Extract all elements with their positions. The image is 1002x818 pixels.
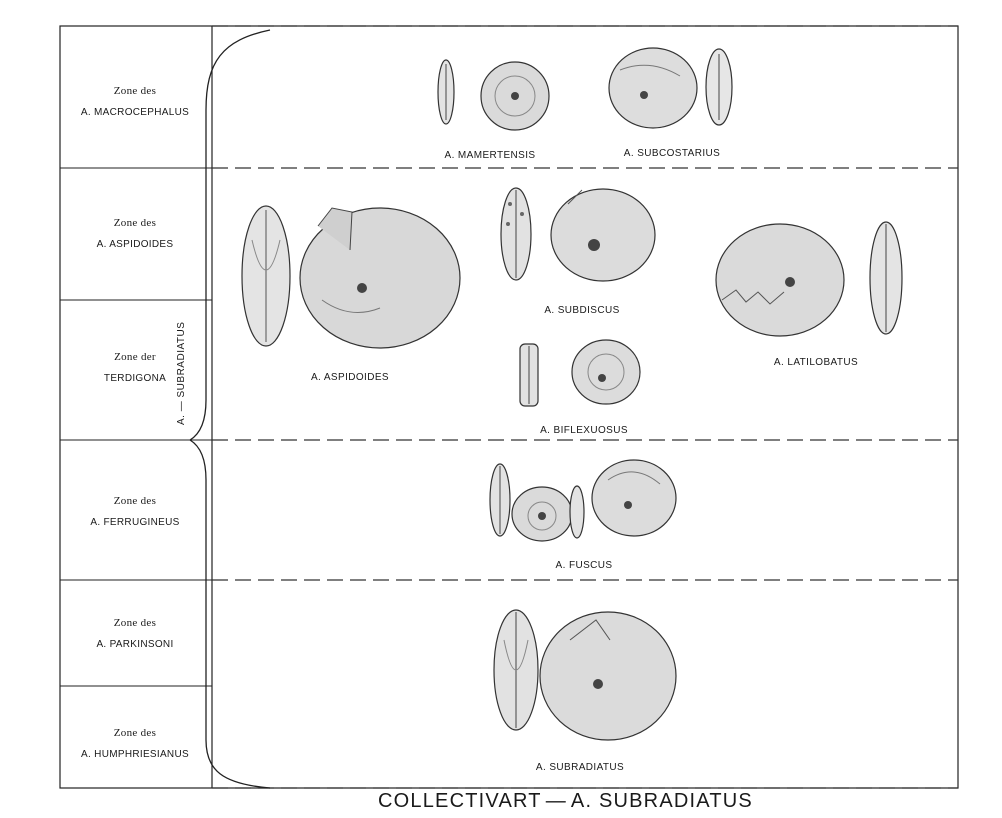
zone-prefix: Zone des (60, 612, 210, 634)
fossil-biflexuosus-shell (572, 340, 640, 404)
zone-species: A. MACROCEPHALUS (60, 102, 210, 124)
fossil-mamertensis-shell (481, 62, 549, 130)
label-subradiatus: A. SUBRADIATUS (536, 762, 624, 773)
label-latilobatus: A. LATILOBATUS (774, 357, 858, 368)
group-label-name: SUBRADIATUS (176, 322, 187, 398)
label-aspidoides: A. ASPIDOIDES (311, 372, 389, 383)
caption-left: COLLECTIVART (378, 790, 542, 812)
caption-right: A. SUBRADIATUS (571, 790, 753, 812)
zone-humphriesianus: Zone des A. HUMPHRIESIANUS (60, 722, 210, 766)
fossil-fuscus-side-b (570, 486, 584, 538)
fossil-subradiatus-side (494, 610, 538, 730)
fossil-subcostarius-side (706, 49, 732, 125)
zone-macrocephalus: Zone des A. MACROCEPHALUS (60, 80, 210, 124)
fossil-latilobatus-shell (716, 224, 844, 336)
fossil-subdiscus-side (501, 188, 531, 280)
zone-aspidoides: Zone des A. ASPIDOIDES (60, 212, 210, 256)
zone-prefix: Zone des (60, 80, 210, 102)
zone-species: A. FERRUGINEUS (60, 512, 210, 534)
caption-dash: — (546, 790, 567, 812)
group-label: A. ― SUBRADIATUS (176, 322, 187, 425)
zone-prefix: Zone des (60, 212, 210, 234)
fossil-subcostarius-shell (609, 48, 697, 128)
zone-prefix: Zone des (60, 490, 210, 512)
fossil-aspidoides-shell (300, 208, 460, 348)
label-biflexuosus: A. BIFLEXUOSUS (540, 425, 628, 436)
group-label-prefix: A. (176, 415, 187, 425)
zone-species: TERDIGONA (60, 368, 210, 390)
fossil-subradiatus-shell (540, 612, 676, 740)
fossil-fuscus-shell-a (512, 487, 572, 541)
zone-species: A. PARKINSONI (60, 634, 210, 656)
fossil-aspidoides-side (242, 206, 290, 346)
label-fuscus: A. FUSCUS (556, 560, 613, 571)
zone-prefix: Zone des (60, 722, 210, 744)
label-subcostarius: A. SUBCOSTARIUS (624, 148, 720, 159)
fossil-latilobatus-side (870, 222, 902, 334)
fossil-subdiscus-shell (551, 189, 655, 281)
label-subdiscus: A. SUBDISCUS (544, 305, 619, 316)
fossil-biflexuosus-side (520, 344, 538, 406)
zone-prefix: Zone der (60, 346, 210, 368)
zone-parkinsoni: Zone des A. PARKINSONI (60, 612, 210, 656)
zone-terdigona: Zone der TERDIGONA (60, 346, 210, 390)
fossil-fuscus-shell-b (592, 460, 676, 536)
zone-species: A. HUMPHRIESIANUS (60, 744, 210, 766)
label-mamertensis: A. MAMERTENSIS (445, 150, 536, 161)
zone-species: A. ASPIDOIDES (60, 234, 210, 256)
zone-ferrugineus: Zone des A. FERRUGINEUS (60, 490, 210, 534)
fossil-fuscus-side-a (490, 464, 510, 536)
group-brace (190, 30, 270, 788)
fossil-mamertensis-side (438, 60, 454, 124)
plate-caption: COLLECTIVART—A. SUBRADIATUS (378, 790, 753, 813)
